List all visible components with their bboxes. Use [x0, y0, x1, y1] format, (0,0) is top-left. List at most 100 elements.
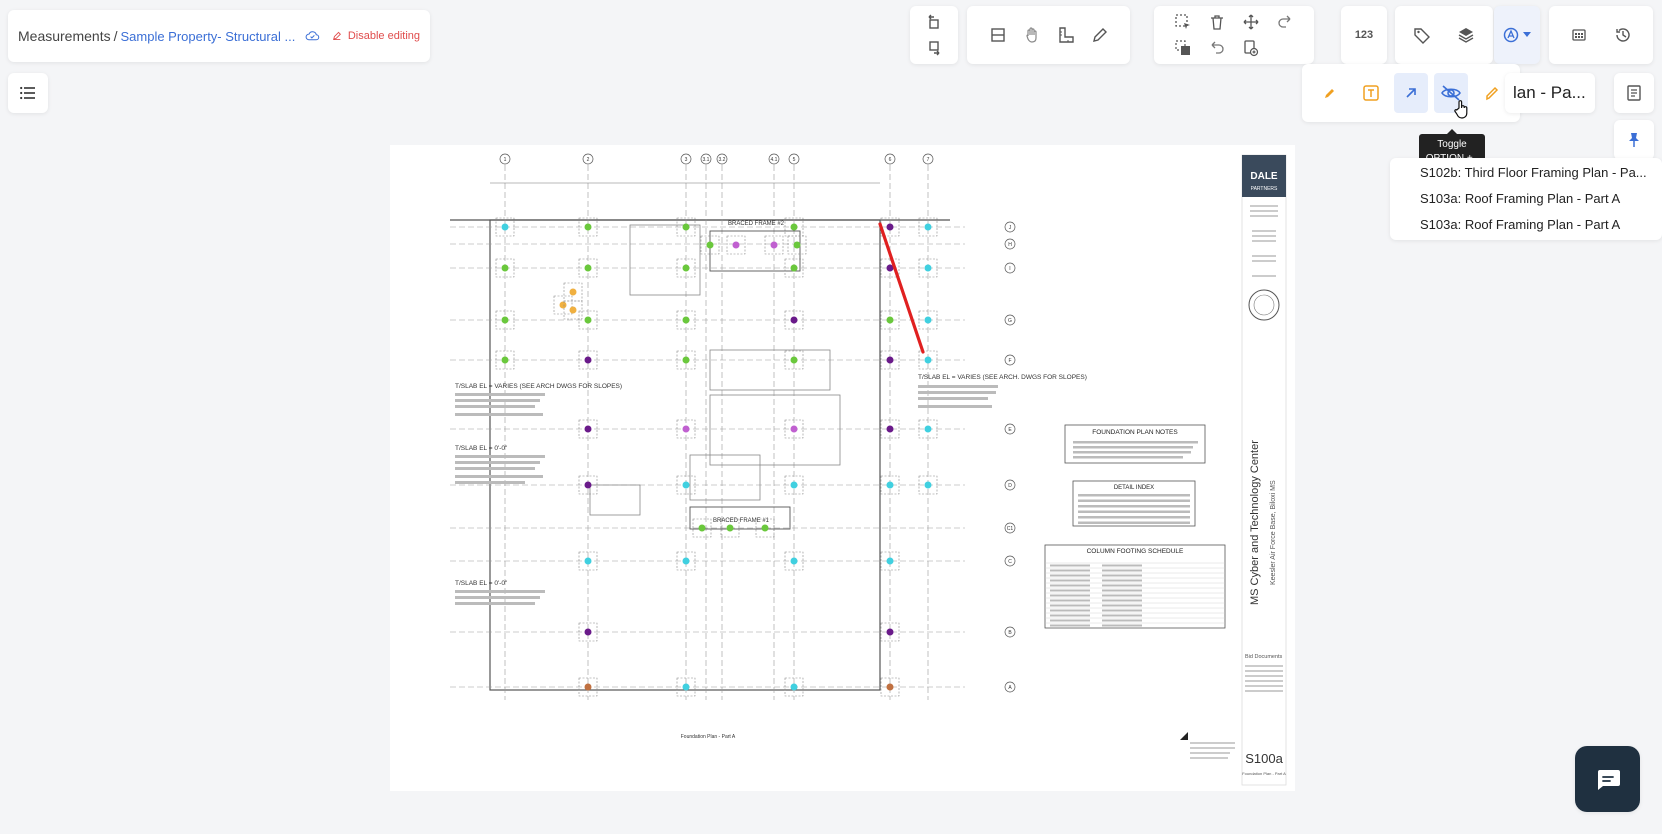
breadcrumb-property[interactable]: Sample Property- Structural ... [120, 28, 296, 44]
column-marker[interactable] [584, 316, 592, 324]
measurement-line[interactable] [878, 222, 925, 354]
column-marker[interactable] [682, 316, 690, 324]
freehand-tool[interactable] [1313, 73, 1347, 113]
history-button[interactable] [1606, 18, 1640, 52]
sheet-title[interactable]: lan - Pa... [1505, 73, 1595, 113]
column-marker[interactable] [584, 356, 592, 364]
footing-outline [563, 282, 583, 302]
column-marker[interactable] [790, 264, 798, 272]
bid-documents-label: Bid Documents [1245, 654, 1283, 660]
copy-selection-button[interactable] [1166, 35, 1200, 61]
column-marker[interactable] [924, 316, 932, 324]
pan-button[interactable] [1015, 18, 1049, 52]
column-marker[interactable] [732, 241, 740, 249]
rotate-left-button[interactable] [917, 9, 951, 35]
highlighter-tool[interactable] [1475, 73, 1509, 113]
column-marker[interactable] [886, 316, 894, 324]
column-marker[interactable] [886, 481, 894, 489]
column-marker[interactable] [706, 241, 714, 249]
column-marker[interactable] [886, 223, 894, 231]
calculator-button[interactable] [1562, 18, 1596, 52]
column-marker[interactable] [698, 524, 706, 532]
grid-bubble-top: 3 [680, 153, 692, 165]
eye-off-icon [1441, 85, 1462, 101]
column-marker[interactable] [790, 316, 798, 324]
column-marker[interactable] [569, 306, 577, 314]
arrow-tool[interactable] [1393, 73, 1428, 113]
duplicate-button[interactable] [1234, 35, 1268, 61]
column-marker[interactable] [682, 683, 690, 691]
column-marker[interactable] [584, 557, 592, 565]
column-marker[interactable] [886, 264, 894, 272]
column-marker[interactable] [501, 356, 509, 364]
column-marker[interactable] [682, 264, 690, 272]
column-marker[interactable] [886, 356, 894, 364]
sheet-option[interactable]: S103a: Roof Framing Plan - Part A [1420, 191, 1621, 206]
column-marker[interactable] [886, 628, 894, 636]
measure-button[interactable] [1049, 18, 1083, 52]
column-marker[interactable] [924, 264, 932, 272]
pen-tool-button[interactable] [1083, 18, 1117, 52]
column-marker[interactable] [501, 264, 509, 272]
column-marker[interactable] [682, 481, 690, 489]
sheet-option[interactable]: S102b: Third Floor Framing Plan - Pa... [1420, 165, 1647, 180]
layers-button[interactable] [1449, 18, 1483, 52]
hand-icon [1025, 27, 1037, 43]
column-marker[interactable] [584, 264, 592, 272]
split-view-button[interactable] [981, 18, 1015, 52]
column-marker[interactable] [501, 316, 509, 324]
move-button[interactable] [1234, 9, 1268, 35]
sheet-info-button[interactable] [1614, 73, 1654, 113]
toggle-visibility-button[interactable] [1434, 73, 1469, 119]
chat-button[interactable] [1575, 746, 1640, 812]
column-marker[interactable] [682, 557, 690, 565]
column-marker[interactable] [790, 425, 798, 433]
text-tool[interactable] [1354, 73, 1388, 113]
column-marker[interactable] [793, 241, 801, 249]
column-marker[interactable] [726, 524, 734, 532]
pin-button[interactable] [1614, 120, 1654, 160]
undo-button[interactable] [1200, 35, 1234, 61]
column-marker[interactable] [682, 223, 690, 231]
column-marker[interactable] [584, 481, 592, 489]
column-marker[interactable] [584, 223, 592, 231]
column-marker[interactable] [761, 524, 769, 532]
column-marker[interactable] [886, 425, 894, 433]
column-marker[interactable] [790, 481, 798, 489]
tag-button[interactable] [1405, 18, 1439, 52]
list-toggle-button[interactable] [8, 73, 48, 113]
markup-dropdown[interactable] [1494, 6, 1540, 64]
column-marker[interactable] [924, 223, 932, 231]
column-marker[interactable] [584, 425, 592, 433]
delete-button[interactable] [1200, 9, 1234, 35]
column-marker[interactable] [770, 241, 778, 249]
disable-editing-button[interactable]: Disable editing [347, 30, 420, 42]
count-button[interactable]: 123 [1347, 18, 1381, 52]
column-marker[interactable] [682, 356, 690, 364]
column-marker[interactable] [790, 557, 798, 565]
column-marker[interactable] [790, 683, 798, 691]
column-marker[interactable] [924, 356, 932, 364]
column-marker[interactable] [559, 301, 567, 309]
column-marker[interactable] [584, 628, 592, 636]
column-marker[interactable] [924, 425, 932, 433]
column-marker[interactable] [569, 288, 577, 296]
breadcrumb-root[interactable]: Measurements [18, 28, 111, 44]
column-marker[interactable] [886, 557, 894, 565]
column-marker[interactable] [584, 683, 592, 691]
column-marker[interactable] [790, 356, 798, 364]
column-marker[interactable] [924, 481, 932, 489]
project-title: MS Cyber and Technology Center [1249, 440, 1261, 605]
svg-text:1: 1 [504, 157, 507, 163]
select-area-button[interactable] [1166, 9, 1200, 35]
rotate-right-button[interactable] [917, 35, 951, 61]
column-marker[interactable] [790, 223, 798, 231]
rotate-right-icon [929, 41, 940, 56]
column-marker[interactable] [886, 683, 894, 691]
column-marker[interactable] [682, 425, 690, 433]
sheet-option[interactable]: S103a: Roof Framing Plan - Part A [1420, 217, 1621, 232]
column-marker[interactable] [501, 223, 509, 231]
redo-button[interactable] [1268, 9, 1302, 35]
